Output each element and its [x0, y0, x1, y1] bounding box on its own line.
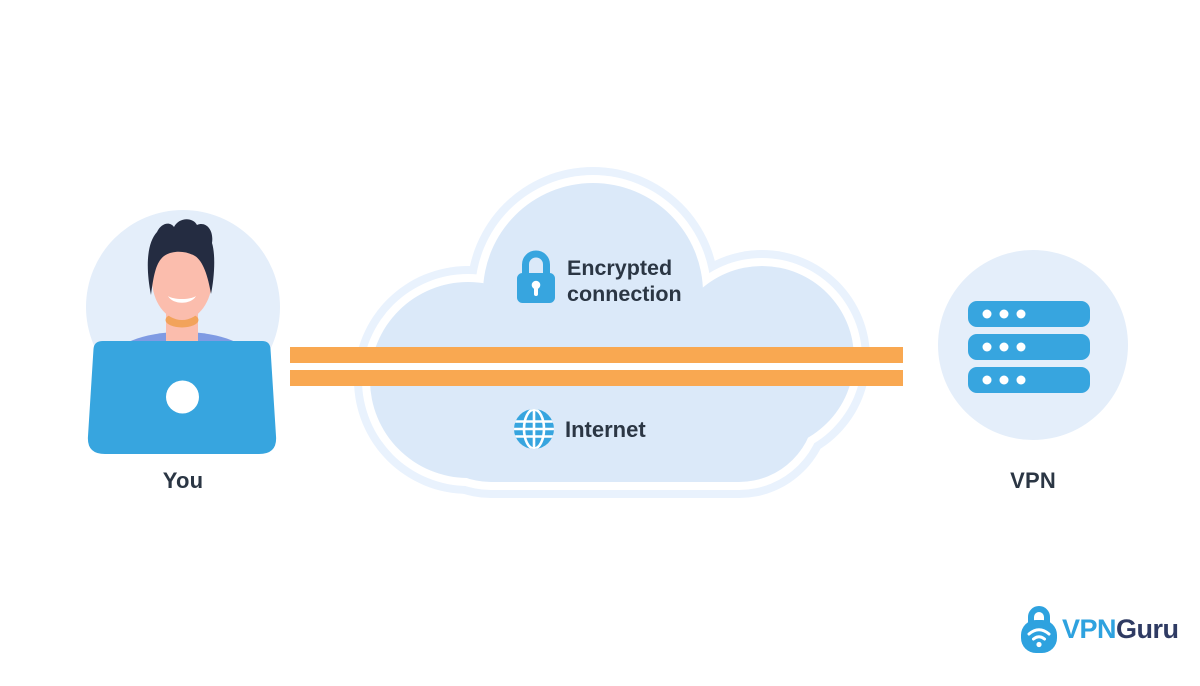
smile — [168, 296, 196, 303]
tunnel-stripe — [290, 363, 903, 370]
lock-keyhole — [531, 280, 541, 290]
lock-keyhole-stem — [534, 287, 538, 296]
encrypted-connection-label: Encrypted connection — [567, 256, 682, 306]
logo-text-guru: Guru — [1116, 613, 1179, 644]
vpn-label: VPN — [1010, 468, 1056, 493]
laptop-logo-dot — [166, 380, 199, 414]
user-label: You — [162, 468, 204, 493]
server-rack-2 — [968, 334, 1090, 360]
internet-cloud — [354, 167, 870, 498]
tunnel-bar-top — [290, 347, 903, 363]
server-rack-3 — [968, 367, 1090, 393]
vpnguru-logo: VPNGuru — [1019, 604, 1179, 654]
internet-label: Internet — [565, 417, 646, 442]
globe-icon — [514, 409, 554, 449]
vpn-node — [938, 250, 1128, 440]
face — [152, 238, 212, 320]
wifi-dot — [1036, 641, 1042, 648]
laptop-icon — [87, 341, 277, 454]
server-icon — [968, 301, 1090, 393]
logo-text: VPNGuru — [1062, 614, 1179, 645]
wifi-icon — [1027, 628, 1051, 641]
logo-lock-shackle — [1028, 606, 1050, 629]
server-rack-1 — [968, 301, 1090, 327]
logo-lock-icon — [1021, 606, 1057, 653]
lock-shackle — [522, 250, 550, 279]
globe-meridians — [514, 409, 554, 449]
server-leds — [982, 309, 1026, 385]
logo-text-vpn: VPN — [1062, 613, 1117, 644]
user-node — [86, 210, 280, 454]
lock-icon — [517, 250, 555, 303]
tunnel-bar-bottom — [290, 370, 903, 386]
hair — [147, 219, 215, 295]
